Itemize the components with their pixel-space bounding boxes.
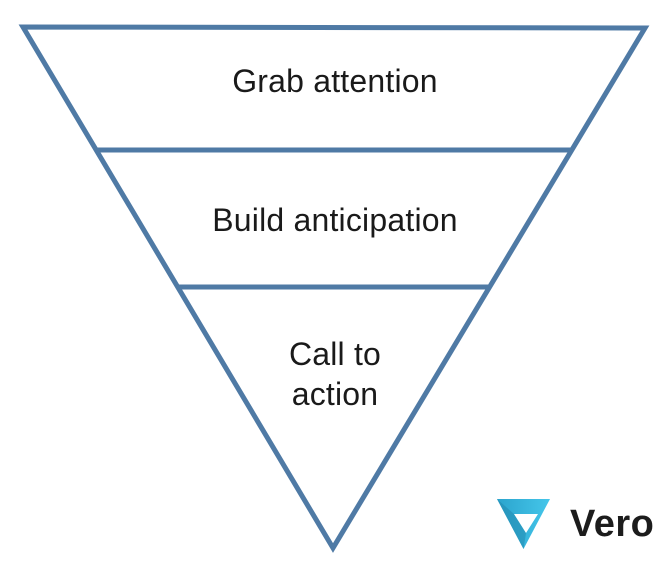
- funnel-level-2-label: Build anticipation: [212, 202, 458, 238]
- funnel-level-1-label: Grab attention: [232, 63, 438, 99]
- vero-icon-inner-cutout: [514, 514, 538, 533]
- vero-logo-text: Vero: [570, 503, 655, 545]
- vero-inverted-triangle-icon: [497, 499, 550, 549]
- funnel-level-3-label: Call to action: [288, 336, 382, 412]
- vero-logo: Vero: [493, 496, 663, 552]
- vero-icon-left-fold-shade: [497, 499, 526, 549]
